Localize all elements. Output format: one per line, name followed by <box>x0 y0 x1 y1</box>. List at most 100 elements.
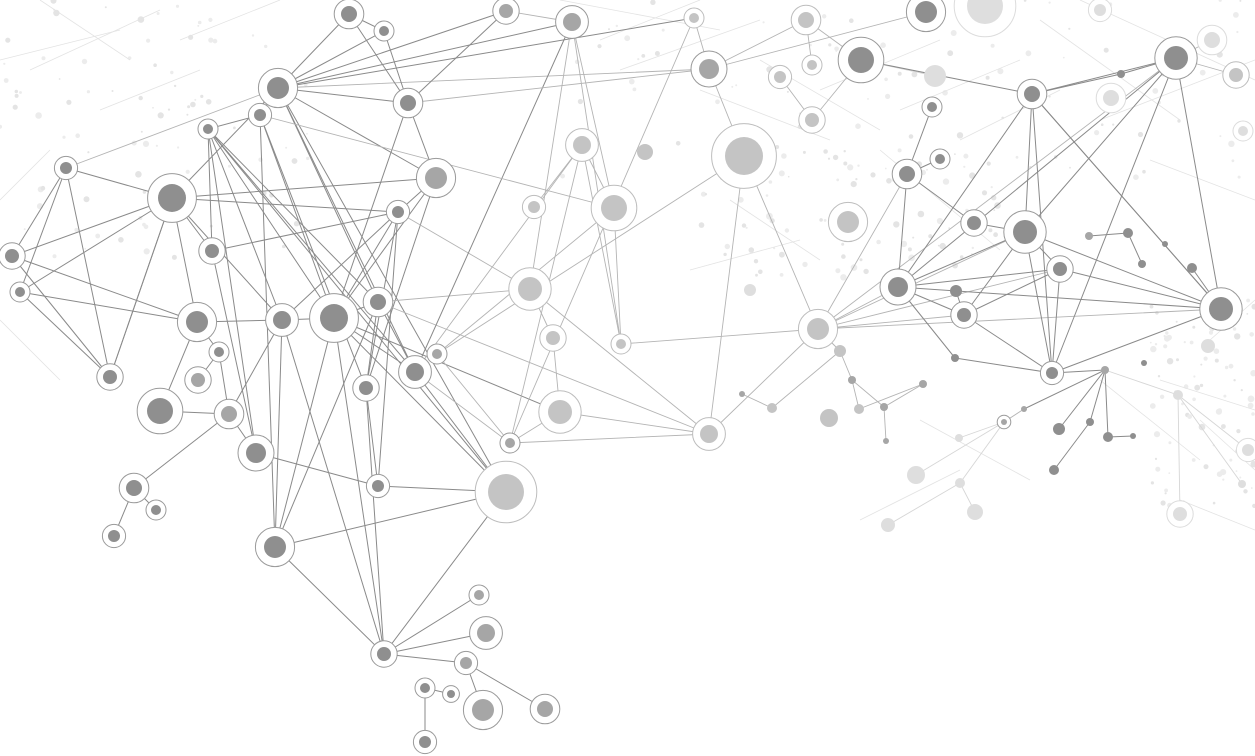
background-dust-speck <box>3 62 6 65</box>
background-dust-speck <box>1177 119 1181 123</box>
background-dust-speck <box>936 217 944 225</box>
connection-line <box>1177 394 1249 451</box>
background-dust-speck <box>1189 340 1194 345</box>
faint-connection-line <box>1179 499 1255 531</box>
network-node <box>1173 390 1183 400</box>
node-dot <box>837 211 859 233</box>
network-node <box>1196 24 1228 56</box>
connection-line <box>259 114 335 319</box>
node-dot <box>1024 86 1040 102</box>
background-dust-speck <box>959 255 964 259</box>
connection-line <box>959 421 1005 484</box>
connection-line <box>277 17 695 89</box>
background-dust-speck <box>1015 155 1019 159</box>
node-dot <box>967 216 981 230</box>
connection-line <box>1177 394 1243 485</box>
node-dot <box>1049 465 1059 475</box>
background-dust-speck <box>963 165 966 168</box>
node-dot <box>537 701 553 717</box>
node-dot <box>1164 46 1188 70</box>
node-dot <box>1201 339 1215 353</box>
background-dust-speck <box>939 242 946 250</box>
background-dust-speck <box>574 59 580 65</box>
connection-line <box>274 317 335 548</box>
node-dot <box>392 206 404 218</box>
connection-line <box>365 387 385 655</box>
faint-connection-line <box>599 0 701 41</box>
connection-line <box>897 173 908 288</box>
connection-line <box>333 317 385 655</box>
background-dust-speck <box>1168 441 1172 445</box>
network-node <box>265 303 299 337</box>
network-node <box>883 438 889 444</box>
network-node <box>362 286 394 318</box>
background-dust-speck <box>928 234 933 239</box>
background-dust-speck <box>1192 397 1196 402</box>
background-dust-speck <box>74 227 79 232</box>
connection-line <box>207 128 379 303</box>
background-dust-speck <box>1222 478 1225 481</box>
background-dust-speck <box>1048 95 1051 98</box>
background-dust-speck <box>1164 488 1168 493</box>
network-node <box>1053 423 1065 435</box>
connection-line <box>365 387 379 487</box>
connection-line <box>277 87 437 179</box>
node-dot <box>935 154 945 164</box>
background-dust-speck <box>993 232 998 238</box>
background-dust-speck <box>187 105 191 109</box>
connection-line <box>383 594 480 655</box>
network-node <box>1154 36 1198 80</box>
connection-line <box>274 301 379 548</box>
network-node <box>1222 61 1250 89</box>
node-dot <box>420 683 430 693</box>
node-dot <box>488 474 524 510</box>
network-node <box>462 689 504 731</box>
background-dust-speck <box>911 71 918 78</box>
connection-line <box>19 291 198 323</box>
connection-line <box>1088 232 1129 237</box>
background-dust-speck <box>75 133 80 138</box>
network-node <box>101 523 127 549</box>
background-dust-speck <box>1154 457 1158 460</box>
background-dust-speck <box>753 259 759 264</box>
background-dust-speck <box>1243 489 1248 494</box>
network-node <box>881 518 895 532</box>
background-dust-speck <box>1183 341 1186 344</box>
connection-line <box>171 197 399 213</box>
background-dust-speck <box>83 196 90 203</box>
node-dot <box>601 195 627 221</box>
background-dust-speck <box>95 233 101 239</box>
node-dot <box>725 137 763 175</box>
background-dust-speck <box>802 150 806 154</box>
network-node <box>96 363 124 391</box>
connection-line <box>708 155 745 435</box>
node-dot <box>955 478 965 488</box>
background-dust-speck <box>1155 311 1159 315</box>
background-dust-speck <box>937 244 940 247</box>
connection-line <box>771 350 841 409</box>
network-node <box>0 242 26 270</box>
connection-line <box>407 68 710 104</box>
background-dust-speck <box>855 178 858 181</box>
node-dot <box>739 391 745 397</box>
connection-line <box>817 231 1026 330</box>
faint-connection-line <box>0 29 121 61</box>
network-node <box>309 293 359 343</box>
network-node <box>136 387 184 435</box>
node-dot <box>103 370 117 384</box>
node-dot <box>60 162 72 174</box>
background-dust-speck <box>787 175 790 178</box>
connection-line <box>851 379 885 408</box>
node-dot <box>432 349 442 359</box>
background-dust-speck <box>823 219 827 222</box>
background-dust-speck <box>577 98 584 105</box>
background-dust-speck <box>1168 472 1171 474</box>
network-node <box>801 54 823 76</box>
node-dot <box>1229 68 1243 82</box>
background-dust-speck <box>1112 123 1115 126</box>
network-node <box>1046 255 1074 283</box>
background-dust-speck <box>827 157 831 160</box>
connection-line <box>958 421 1005 439</box>
connection-line <box>436 155 745 355</box>
node-dot <box>1053 423 1065 435</box>
